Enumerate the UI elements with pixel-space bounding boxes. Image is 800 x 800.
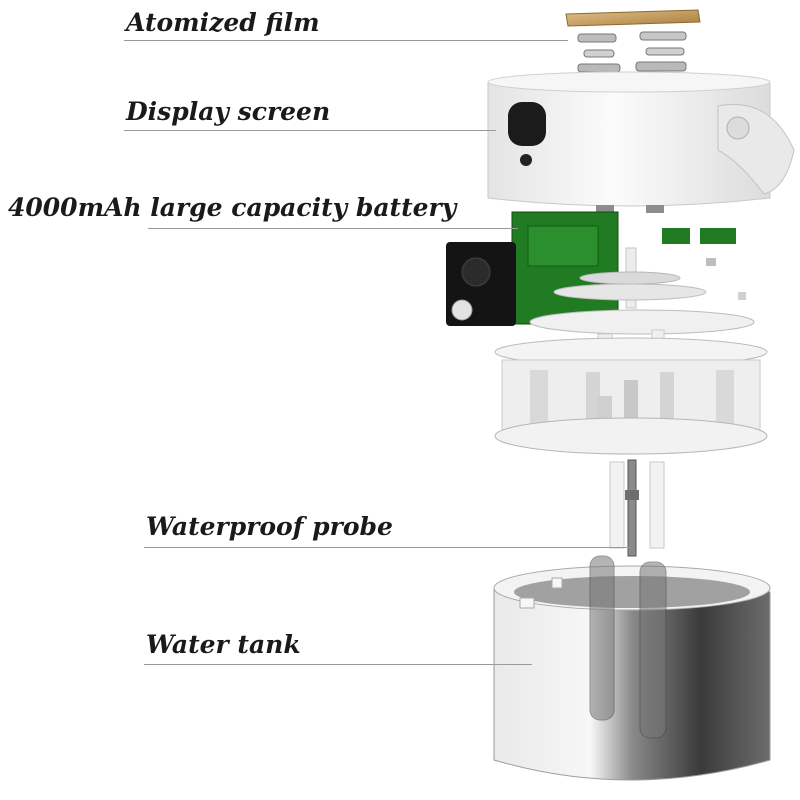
battery-pcb-part	[446, 211, 746, 326]
frame-assembly-part	[494, 247, 768, 549]
leader-line-display-screen	[124, 130, 496, 131]
callout-display-screen: Display screen	[126, 97, 331, 126]
leader-line-atomized-film	[124, 40, 568, 41]
callout-atomized-film: Atomized film	[126, 8, 320, 37]
atomized-film-part	[565, 9, 701, 73]
display-head-part	[487, 71, 795, 213]
callout-water-tank: Water tank	[146, 630, 301, 659]
waterproof-probe-part	[625, 459, 639, 557]
water-tank-part	[493, 555, 771, 781]
callout-battery: 4000mAh large capacity battery	[8, 193, 457, 222]
leader-line-water-tank	[144, 664, 532, 665]
callout-waterproof-probe: Waterproof probe	[146, 512, 393, 541]
leader-line-waterproof-probe	[144, 547, 630, 548]
leader-line-battery	[148, 228, 518, 229]
